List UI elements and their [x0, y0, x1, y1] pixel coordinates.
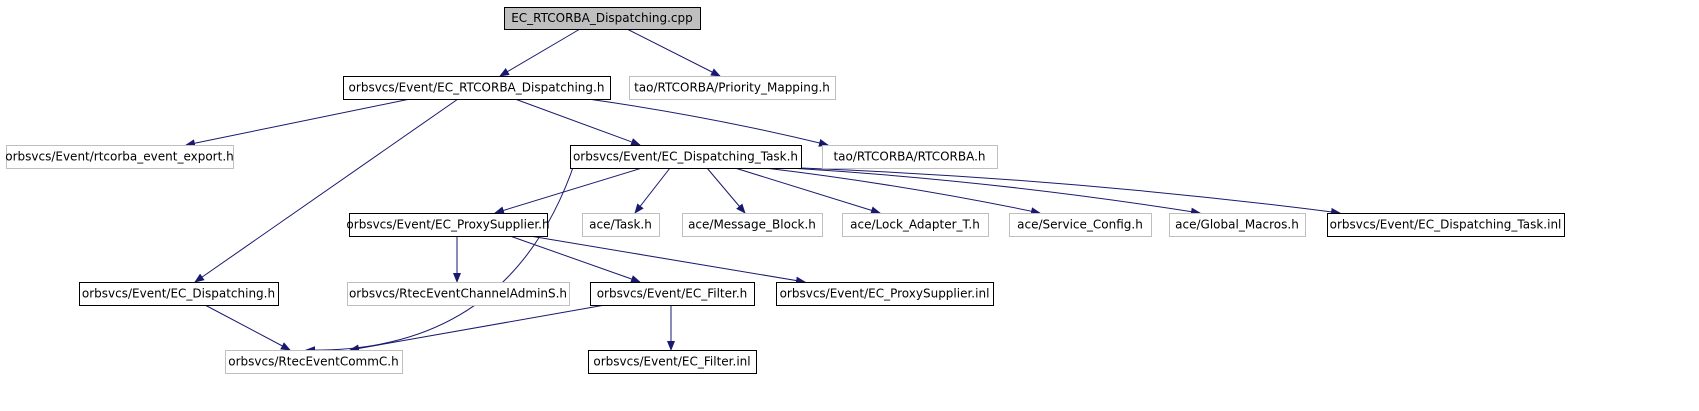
nodes-layer: EC_RTCORBA_Dispatching.cpp orbsvcs/Event/… — [5, 7, 1565, 374]
node-label-lockadapter_h: ace/Lock_Adapter_T.h — [850, 218, 980, 232]
node-disp_task_h[interactable]: orbsvcs/Event/EC_Dispatching_Task.h — [570, 145, 802, 169]
node-box-filter_h — [590, 282, 755, 306]
node-rtcorba_h: tao/RTCORBA/RTCORBA.h — [822, 145, 998, 169]
node-label-prio_map: tao/RTCORBA/Priority_Mapping.h — [634, 81, 830, 95]
edge-disp_task_h-to-svcconf_h — [764, 167, 1041, 216]
edge-rtd_h-to-rtcorba_export — [185, 98, 411, 148]
node-label-svcconf_h: ace/Service_Config.h — [1017, 218, 1143, 232]
node-label-rtcorba_export: orbsvcs/Event/rtcorba_event_export.h — [5, 150, 234, 164]
node-label-commc_h: orbsvcs/RtecEventCommC.h — [228, 355, 398, 369]
node-box-filter_inl — [588, 350, 757, 374]
node-task_h: ace/Task.h — [582, 213, 660, 237]
edge-disp_task_h-to-commc_h — [305, 161, 576, 355]
node-label-root: EC_RTCORBA_Dispatching.cpp — [511, 11, 693, 25]
node-box-disp_task_h — [570, 145, 802, 169]
node-box-lockadapter_h — [842, 213, 989, 237]
edge-rtd_h-to-disp_task_h — [514, 98, 641, 146]
edge-disp_h-to-commc_h — [204, 304, 291, 351]
node-box-disp_h — [79, 282, 279, 306]
edge-disp_task_h-to-disp_task_inl — [800, 167, 1341, 216]
node-lockadapter_h: ace/Lock_Adapter_T.h — [842, 213, 989, 237]
node-svcconf_h: ace/Service_Config.h — [1009, 213, 1152, 237]
node-box-rtcorba_export — [6, 145, 234, 169]
node-box-prio_map — [629, 76, 836, 100]
edge-proxy_h-to-filter_h — [509, 235, 641, 283]
node-label-proxy_inl: orbsvcs/Event/EC_ProxySupplier.inl — [780, 287, 990, 301]
node-box-disp_task_inl — [1327, 213, 1565, 237]
node-box-rtd_h — [343, 76, 611, 100]
node-filter_inl[interactable]: orbsvcs/Event/EC_Filter.inl — [588, 350, 757, 374]
node-label-filter_inl: orbsvcs/Event/EC_Filter.inl — [593, 355, 750, 369]
node-box-chadmin_h — [347, 282, 570, 306]
node-label-rtd_h: orbsvcs/Event/EC_RTCORBA_Dispatching.h — [349, 81, 605, 95]
edge-proxy_h-to-proxy_inl — [529, 235, 806, 285]
node-disp_task_inl[interactable]: orbsvcs/Event/EC_Dispatching_Task.inl — [1327, 213, 1565, 237]
node-label-disp_h: orbsvcs/Event/EC_Dispatching.h — [82, 287, 275, 301]
edge-rtd_h-to-disp_h — [194, 98, 459, 283]
node-label-filter_h: orbsvcs/Event/EC_Filter.h — [597, 287, 748, 301]
node-filter_h[interactable]: orbsvcs/Event/EC_Filter.h — [590, 282, 755, 306]
edges-layer — [185, 28, 1341, 355]
edge-disp_task_h-to-globalmacros_h — [789, 167, 1201, 216]
edge-disp_task_h-to-lockadapter_h — [734, 167, 881, 215]
edge-root-to-rtd_h — [499, 28, 581, 77]
node-chadmin_h: orbsvcs/RtecEventChannelAdminS.h — [347, 282, 570, 306]
node-rtd_h[interactable]: orbsvcs/Event/EC_RTCORBA_Dispatching.h — [343, 76, 611, 100]
node-globalmacros_h: ace/Global_Macros.h — [1169, 213, 1306, 237]
node-box-globalmacros_h — [1169, 213, 1306, 237]
edge-rtd_h-to-rtcorba_h — [587, 98, 829, 147]
node-box-svcconf_h — [1009, 213, 1152, 237]
node-label-task_h: ace/Task.h — [589, 218, 652, 232]
node-label-disp_task_inl: orbsvcs/Event/EC_Dispatching_Task.inl — [1330, 218, 1562, 232]
node-box-root — [504, 7, 701, 30]
edge-disp_task_h-to-proxy_h — [494, 167, 643, 215]
node-box-proxy_h — [349, 213, 548, 237]
node-box-msgblock_h — [682, 213, 823, 237]
edge-disp_task_h-to-task_h — [634, 167, 671, 214]
node-label-globalmacros_h: ace/Global_Macros.h — [1175, 218, 1299, 232]
node-label-disp_task_h: orbsvcs/Event/EC_Dispatching_Task.h — [573, 150, 798, 164]
node-label-chadmin_h: orbsvcs/RtecEventChannelAdminS.h — [349, 287, 567, 301]
node-box-rtcorba_h — [822, 145, 998, 169]
edge-disp_task_h-to-msgblock_h — [706, 167, 746, 214]
node-box-commc_h — [225, 350, 403, 374]
edge-filter_h-to-commc_h — [349, 304, 606, 353]
node-label-msgblock_h: ace/Message_Block.h — [688, 218, 816, 232]
node-prio_map: tao/RTCORBA/Priority_Mapping.h — [629, 76, 836, 100]
node-commc_h: orbsvcs/RtecEventCommC.h — [225, 350, 403, 374]
edge-root-to-prio_map — [626, 28, 721, 77]
node-proxy_inl[interactable]: orbsvcs/Event/EC_ProxySupplier.inl — [776, 282, 994, 306]
node-box-proxy_inl — [776, 282, 994, 306]
node-proxy_h[interactable]: orbsvcs/Event/EC_ProxySupplier.h — [346, 213, 550, 237]
node-box-task_h — [582, 213, 660, 237]
node-root: EC_RTCORBA_Dispatching.cpp — [504, 7, 701, 30]
node-rtcorba_export: orbsvcs/Event/rtcorba_event_export.h — [5, 145, 234, 169]
node-disp_h[interactable]: orbsvcs/Event/EC_Dispatching.h — [79, 282, 279, 306]
node-label-proxy_h: orbsvcs/Event/EC_ProxySupplier.h — [346, 218, 549, 232]
node-label-rtcorba_h: tao/RTCORBA/RTCORBA.h — [833, 150, 985, 164]
node-msgblock_h: ace/Message_Block.h — [682, 213, 823, 237]
